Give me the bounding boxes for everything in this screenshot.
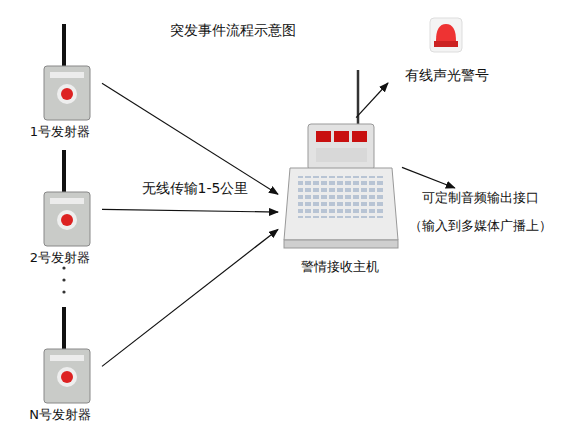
device-node: 1号发射器 [18,22,102,140]
receiver-host [284,70,398,248]
wireless-arrow [102,83,278,194]
device-node: 可定制音频输出接口 （输入到多媒体广播上） [390,188,570,240]
transmitter-1 [44,24,90,120]
device-node: 2号发射器 [18,148,102,266]
alarm-light [430,18,462,52]
node-label: 有线声光警号 [388,67,506,83]
node-label: 警情接收主机 [278,259,402,275]
wireless-arrow [356,83,388,118]
node-label: 2号发射器 [18,250,102,266]
edge-label: 无线传输1-5公里 [140,180,251,197]
diagram-title: 突发事件流程示意图 [170,22,296,39]
device-node: 警情接收主机 [278,68,402,275]
node-label: N号发射器 [18,407,102,423]
node-label: 1号发射器 [18,124,102,140]
device-node: 有线声光警号 [388,15,506,83]
device-node: N号发射器 [18,305,102,423]
wireless-arrow [102,209,278,212]
wireless-arrow [102,229,278,366]
transmitter-n [44,307,90,403]
ellipsis-dots [62,266,65,293]
transmitter-2 [44,150,90,246]
node-label: （输入到多媒体广播上） [390,218,570,234]
node-label: 可定制音频输出接口 [390,190,570,206]
wireless-arrow [402,167,455,188]
